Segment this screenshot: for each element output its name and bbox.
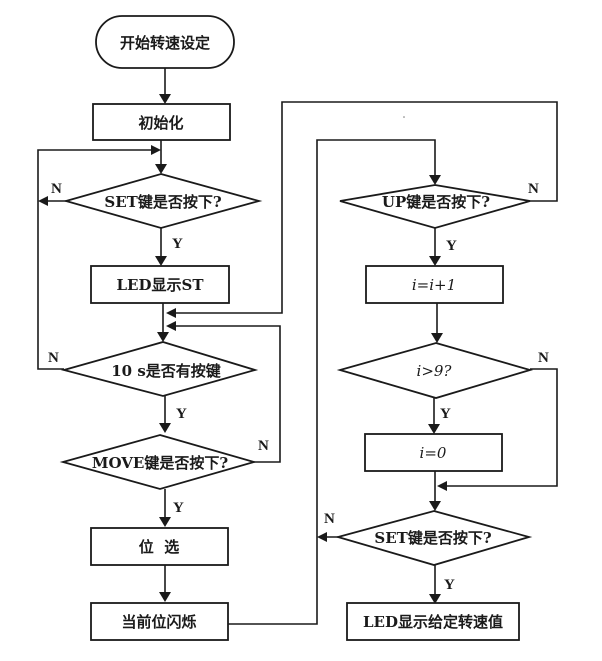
set-key-2-diamond [334,510,533,566]
up-key-yes-label: Y [446,238,457,254]
init-box [92,103,231,141]
bit-blink-box [90,602,229,641]
i-zero-node: i=0 [364,433,503,472]
arrow-head [431,333,443,343]
led-st-box [90,265,230,304]
set-key-1-decision: SET键是否按下? [62,173,263,229]
i-increment-box [365,265,504,304]
bit-select-label: 位 选 [139,538,179,556]
edge-up-no-loop [172,101,558,314]
edge-10s-no-loop [37,149,155,370]
arrow-head [428,424,440,434]
up-key-decision: UP键是否按下? [339,184,531,229]
arrow-head [159,94,171,104]
set-key-1-label: SET键是否按下? [104,193,221,211]
bit-blink-node: 当前位闪烁 [90,602,229,641]
bit-blink-label: 当前位闪烁 [121,613,196,631]
up-key-label: UP键是否按下? [382,193,490,211]
arrow-head [38,196,48,206]
arrow-head [155,256,167,266]
edge-gt9-no [443,368,558,487]
arrow-head [429,501,441,511]
arrow-head [151,145,161,155]
set-key-1-yes-label: Y [172,236,183,252]
edge-blink-up [228,139,436,625]
led-speed-node: LED显示给定转速值 [346,602,520,641]
led-st-label: LED显示ST [117,276,205,294]
arrow-head [317,532,327,542]
move-key-decision: MOVE键是否按下? [59,434,258,490]
ten-s-no-label: N [48,350,59,366]
arrow-head [157,332,169,342]
arrow-head [166,308,176,318]
i-increment-node: i=i+1 [365,265,504,304]
arrow-head [437,481,447,491]
i-gt-9-diamond [336,342,534,399]
set-key-2-no-label: N [324,511,335,527]
i-gt-9-decision: i>9? [336,342,534,399]
set-key-2-yes-label: Y [444,577,455,593]
ten-s-yes-label: Y [176,406,187,422]
init-node-label: 初始化 [138,114,183,132]
i-gt-9-label: i>9? [417,362,453,380]
ten-s-diamond [60,341,259,397]
set-key-2-decision: SET键是否按下? [334,510,533,566]
edge-move-no-loop [172,325,281,463]
arrow-head [159,423,171,433]
move-key-label: MOVE键是否按下? [92,454,228,472]
arrow-head [159,592,171,602]
arrow-head [429,256,441,266]
speck [403,116,405,118]
start-node: 开始转速设定 [95,15,235,69]
i-gt-9-no-label: N [538,350,549,366]
set-key-2-label: SET键是否按下? [374,529,491,547]
start-node-label: 开始转速设定 [120,34,210,52]
bit-select-node: 位 选 [90,527,229,566]
arrow-head [429,175,441,185]
led-speed-box [346,602,520,641]
up-key-no-label: N [528,181,539,197]
i-zero-label: i=0 [420,444,447,462]
arrow-head [429,594,441,604]
arrow-head [159,517,171,527]
bit-select-box [90,527,229,566]
ten-s-label: 10 s是否有按键 [111,362,221,380]
i-gt-9-yes-label: Y [440,406,451,422]
move-key-yes-label: Y [173,500,184,516]
arrow-head [166,321,176,331]
arrow-head [155,164,167,174]
init-node: 初始化 [92,103,231,141]
i-zero-box [364,433,503,472]
i-increment-label: i=i+1 [412,276,456,294]
ten-s-decision: 10 s是否有按键 [60,341,259,397]
set-key-1-no-label: N [51,181,62,197]
move-key-no-label: N [258,438,269,454]
led-speed-label: LED显示给定转速值 [363,613,503,631]
move-key-diamond [59,434,258,490]
led-st-node: LED显示ST [90,265,230,304]
